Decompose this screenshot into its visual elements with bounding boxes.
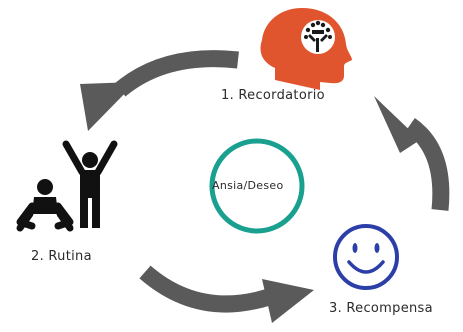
arrow-top	[80, 50, 239, 131]
step-2-label: 2. Rutina	[31, 249, 92, 264]
step-1-label: 1. Recordatorio	[221, 88, 325, 103]
arrow-right	[374, 96, 450, 211]
center-ring	[209, 138, 305, 234]
head-tree-icon	[260, 8, 352, 90]
arrow-bottom	[139, 265, 314, 323]
two-people-icon	[16, 140, 118, 232]
smiley-face-icon	[333, 224, 399, 290]
step-3-label: 3. Recompensa	[329, 301, 433, 316]
center-label: Ansia/Deseo	[212, 179, 284, 192]
